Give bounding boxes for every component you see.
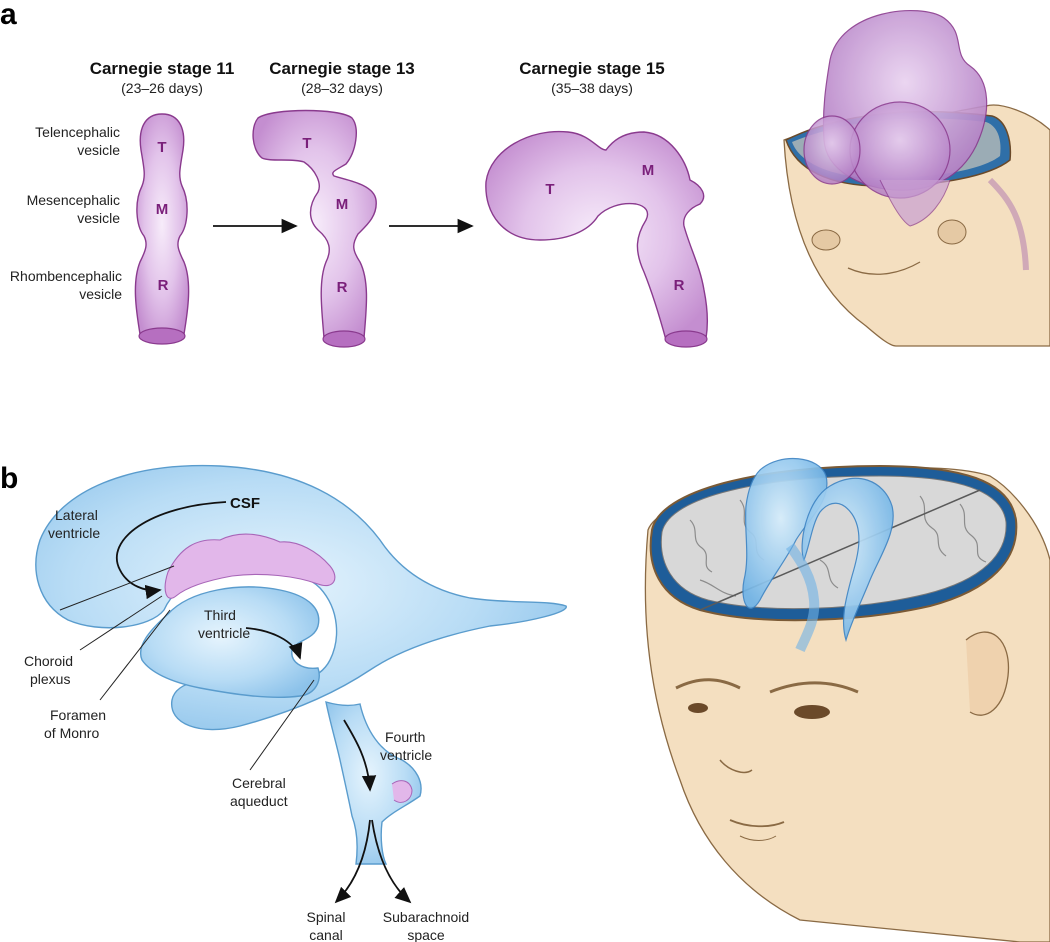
- spinal-canal-label-2: canal: [309, 927, 342, 942]
- cerebral-aqueduct-label-1: Cerebral: [232, 775, 286, 791]
- panel-b-label: b: [0, 462, 18, 495]
- choroid-plexus-label-2: plexus: [30, 671, 70, 687]
- lateral-ventricle-leader: [59, 565, 175, 611]
- stage-13-letter-m: M: [336, 196, 349, 213]
- choroid-plexus-shape: [164, 533, 336, 599]
- third-ventricle-flow-arrow: [245, 627, 303, 660]
- telencephalic-line2: vesicle: [77, 142, 120, 158]
- stage-15-title: Carnegie stage 15: [519, 59, 665, 78]
- choroid-plexus-label-1: Choroid: [24, 653, 73, 669]
- cerebral-aqueduct-label-2: aqueduct: [230, 793, 288, 809]
- lateral-ventricle-label-2: ventricle: [48, 525, 100, 541]
- foramen-of-monro-label-2: of Monro: [44, 725, 99, 741]
- foramen-of-monro-label-1: Foramen: [50, 707, 106, 723]
- stage-15-days: (35–38 days): [551, 80, 633, 96]
- third-ventricle-label-2: ventricle: [198, 625, 250, 641]
- telencephalic-vesicle-label: Telencephalic vesicle: [35, 124, 120, 158]
- rhombencephalic-vesicle-label: Rhombencephalic vesicle: [10, 268, 122, 302]
- rhombencephalic-line2: vesicle: [79, 286, 122, 302]
- fourth-ventricle-label-1: Fourth: [385, 729, 425, 745]
- subarachnoid-flow-arrow: [371, 819, 412, 904]
- fourth-ventricle-label-2: ventricle: [380, 747, 432, 763]
- foramen-leader: [99, 609, 171, 701]
- csf-label: CSF: [230, 495, 260, 512]
- aqueduct-leader: [249, 679, 315, 771]
- stage-13-letter-t: T: [302, 135, 311, 152]
- stage-11-title: Carnegie stage 11: [90, 59, 235, 78]
- spinal-canal-label-1: Spinal: [307, 909, 346, 925]
- stage-15-letter-t: T: [545, 181, 554, 198]
- stage-15-letter-r: R: [674, 277, 685, 294]
- stage-11-letter-r: R: [158, 277, 169, 294]
- subarachnoid-space-label-1: Subarachnoid: [383, 909, 469, 925]
- csf-flow-arrow: [116, 501, 227, 600]
- stage-13-days: (28–32 days): [301, 80, 383, 96]
- aqueduct-flow-arrow: [343, 719, 377, 792]
- mesencephalic-line2: vesicle: [77, 210, 120, 226]
- rhombencephalic-line1: Rhombencephalic: [10, 268, 122, 284]
- mesencephalic-line1: Mesencephalic: [27, 192, 120, 208]
- mesencephalic-vesicle-label: Mesencephalic vesicle: [27, 192, 121, 226]
- stage-11-neural-tube: [134, 113, 190, 345]
- stage-15-neural-tube: [485, 130, 709, 348]
- stage-13-letter-r: R: [337, 279, 348, 296]
- spinal-canal-flow-arrow: [334, 819, 371, 904]
- ventricular-system: [35, 464, 567, 865]
- choroid-plexus-leader: [79, 595, 163, 651]
- third-ventricle: [139, 586, 320, 698]
- subarachnoid-space-label-2: space: [407, 927, 445, 942]
- stage-15-letter-m: M: [642, 162, 655, 179]
- stage-11-days: (23–26 days): [121, 80, 203, 96]
- stage-13-title: Carnegie stage 13: [269, 59, 415, 78]
- stage-11-letter-t: T: [157, 139, 166, 156]
- panel-a-label: a: [0, 0, 17, 31]
- lateral-ventricle-label-1: Lateral: [55, 507, 98, 523]
- third-ventricle-label-1: Third: [204, 607, 236, 623]
- stage-13-neural-tube: [252, 109, 377, 348]
- embryo-head-illustration: [783, 9, 1050, 347]
- stage-11-letter-m: M: [156, 201, 169, 218]
- adult-head-illustration: [644, 457, 1050, 942]
- telencephalic-line1: Telencephalic: [35, 124, 120, 140]
